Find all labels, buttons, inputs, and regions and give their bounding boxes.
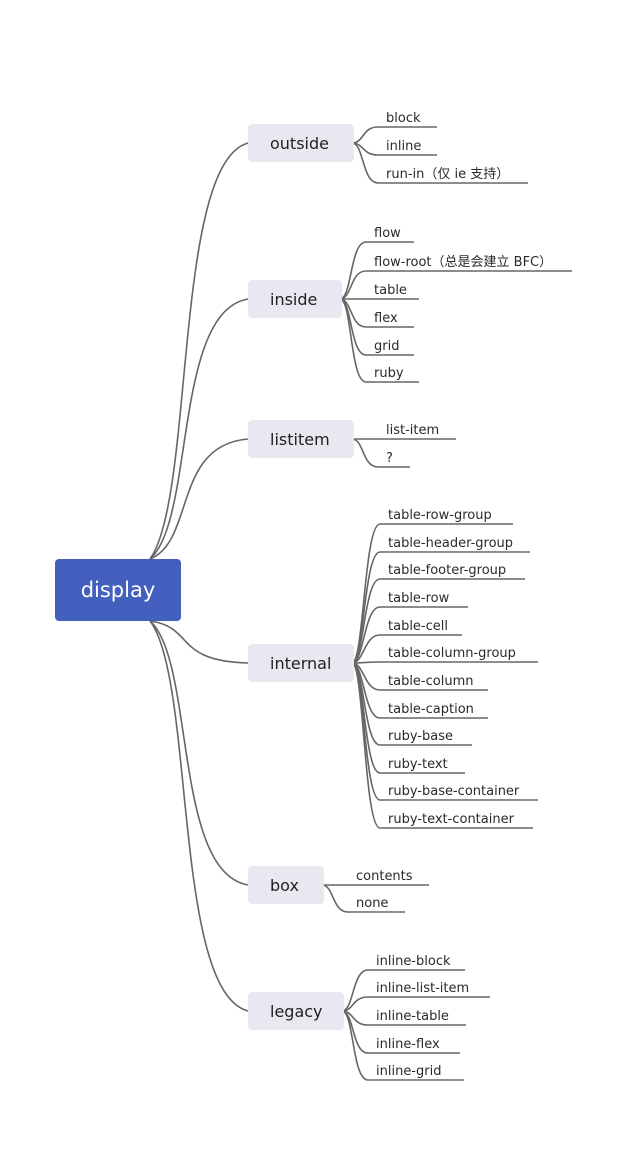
leaf-node[interactable]: inline-block [376, 954, 451, 969]
branch-label: outside [270, 133, 329, 153]
leaf-link-internal-3 [351, 606, 468, 664]
leaf-node[interactable]: inline [386, 139, 422, 154]
leaf-node[interactable]: table [374, 283, 407, 298]
leaf-link-internal-2 [351, 578, 525, 664]
leaf-node[interactable]: ruby-base [388, 729, 453, 744]
leaf-link-legacy-1 [341, 996, 490, 1012]
leaf-link-inside-5 [339, 298, 419, 383]
leaf-link-box-1 [321, 884, 405, 913]
leaf-link-legacy-4 [341, 1010, 464, 1081]
leaf-node[interactable]: ruby-text-container [388, 812, 514, 827]
branch-node-legacy[interactable]: legacy [248, 992, 344, 1030]
branch-label: box [270, 875, 299, 895]
leaf-node[interactable]: list-item [386, 423, 440, 438]
leaf-node[interactable]: table-cell [388, 619, 448, 634]
leaf-node[interactable]: ruby [374, 366, 404, 381]
leaf-link-listitem-1 [351, 438, 410, 468]
leaf-link-internal-4 [351, 634, 462, 664]
branch-label: inside [270, 289, 318, 309]
leaf-node[interactable]: flow [374, 226, 401, 241]
leaf-node[interactable]: ruby-text [388, 757, 448, 772]
leaf-node[interactable]: inline-grid [376, 1064, 442, 1079]
branch-label: listitem [270, 429, 330, 449]
root-link-inside [149, 298, 249, 560]
branch-node-internal[interactable]: internal [248, 644, 354, 682]
leaf-node[interactable]: table-caption [388, 702, 474, 717]
leaf-node[interactable]: table-row [388, 591, 450, 606]
leaf-link-legacy-0 [341, 969, 465, 1012]
leaf-node[interactable]: table-column [388, 674, 474, 689]
leaf-node[interactable]: ruby-base-container [388, 784, 520, 799]
branch-node-inside[interactable]: inside [248, 280, 342, 318]
root-link-internal [149, 620, 249, 664]
root-link-outside [149, 142, 249, 560]
leaf-node[interactable]: inline-list-item [376, 981, 470, 996]
root-link-listitem [149, 438, 249, 560]
branch-label: internal [270, 653, 332, 673]
leaf-link-outside-0 [351, 126, 437, 144]
leaf-link-internal-5 [351, 661, 538, 664]
branch-node-listitem[interactable]: listitem [248, 420, 354, 458]
leaf-node[interactable]: table-footer-group [388, 563, 507, 578]
leaf-node[interactable]: flex [374, 311, 398, 326]
root-link-legacy [149, 620, 249, 1012]
leaf-link-inside-1 [339, 270, 572, 300]
leaf-node[interactable]: table-column-group [388, 646, 516, 661]
leaf-node[interactable]: inline-table [376, 1009, 449, 1024]
leaf-node[interactable]: ? [386, 451, 393, 466]
root-node-label: display [80, 578, 156, 602]
branch-node-outside[interactable]: outside [248, 124, 354, 162]
branch-label: legacy [270, 1001, 323, 1021]
leaf-node[interactable]: block [386, 111, 421, 126]
leaf-node[interactable]: flow-root（总是会建立 BFC） [374, 255, 553, 270]
leaf-node[interactable]: table-header-group [388, 536, 514, 551]
root-link-box [149, 620, 249, 886]
leaf-link-inside-0 [339, 241, 414, 300]
root-node-display[interactable]: display [55, 559, 181, 621]
branch-node-box[interactable]: box [248, 866, 324, 904]
leaf-link-internal-11 [351, 662, 533, 829]
leaf-node[interactable]: contents [356, 869, 413, 884]
leaf-node[interactable]: grid [374, 339, 400, 354]
leaf-node[interactable]: run-in（仅 ie 支持） [386, 167, 510, 182]
leaf-node[interactable]: table-row-group [388, 508, 492, 523]
leaf-node[interactable]: none [356, 896, 389, 911]
leaf-link-outside-2 [351, 142, 528, 184]
leaf-node[interactable]: inline-flex [376, 1037, 440, 1052]
